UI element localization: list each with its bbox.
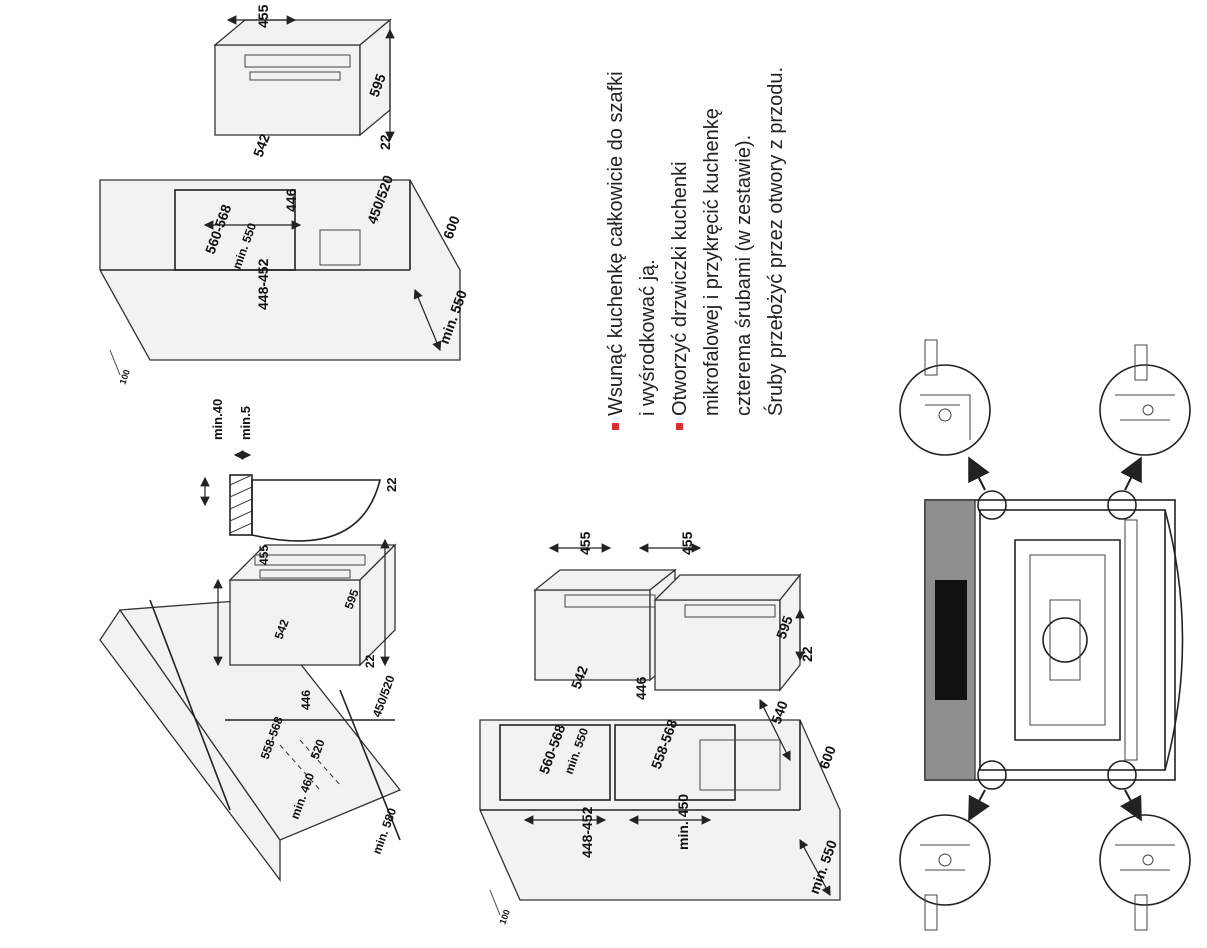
oven-front-screw-view <box>899 339 1191 931</box>
bottom-d540: 540 <box>768 698 791 726</box>
detail-min40: min.40 <box>210 399 225 440</box>
wall-d446: 446 <box>299 690 313 710</box>
top-d448-452: 448-452 <box>255 258 271 310</box>
bottom-dmin450: min. 450 <box>675 794 691 850</box>
wall-dmin580: min. 580 <box>370 806 400 856</box>
display-panel <box>935 580 967 700</box>
screw-icon <box>924 339 938 376</box>
bottom-d448-452: 448-452 <box>579 806 595 858</box>
top-d22: 22 <box>377 134 393 150</box>
instructions-text: Wsunąć kuchenkę całkowicie do szafki i w… <box>600 10 792 430</box>
bottom-d446: 446 <box>633 676 649 700</box>
magnified-screw-bottom-left <box>899 814 991 931</box>
screw-icon <box>924 894 938 931</box>
bottom-d100: 100 <box>497 908 512 926</box>
bottom-d595: 595 <box>773 613 796 641</box>
bottom-d22: 22 <box>799 646 815 662</box>
top-d542: 542 <box>250 131 273 159</box>
bottom-d455b: 455 <box>679 531 695 555</box>
wall-d22: 22 <box>363 654 377 668</box>
instruction-item-2: Otworzyć drzwiczki kuchenki mikrofalowej… <box>664 10 792 430</box>
bottom-d600: 600 <box>816 743 839 771</box>
wall-cabinet-diagram <box>99 538 402 882</box>
wall-d520: 520 <box>308 737 328 761</box>
top-d100: 100 <box>117 368 132 386</box>
screw-icon <box>1134 894 1148 931</box>
tall-cabinet-single-diagram <box>99 15 461 376</box>
instruction-text-1: Wsunąć kuchenkę całkowicie do szafki i w… <box>605 71 659 416</box>
wall-d595: 595 <box>342 587 362 611</box>
bottom-d542: 542 <box>568 663 591 691</box>
instruction-item-1: Wsunąć kuchenkę całkowicie do szafki i w… <box>600 10 664 430</box>
instruction-text-2: Otworzyć drzwiczki kuchenki mikrofalowej… <box>669 66 787 416</box>
top-d600: 600 <box>440 213 463 241</box>
top-d446: 446 <box>283 188 299 212</box>
bottom-d455a: 455 <box>577 531 593 555</box>
wall-d455: 455 <box>257 545 271 565</box>
mounting-detail <box>200 450 382 542</box>
magnified-screw-top-right <box>1099 344 1191 456</box>
bullet-icon <box>612 423 619 430</box>
bullet-icon <box>676 423 683 430</box>
detail-min5: min.5 <box>238 406 253 440</box>
magnified-screw-top-left <box>899 339 991 456</box>
wall-d542: 542 <box>272 617 292 641</box>
top-d595: 595 <box>366 71 389 99</box>
wall-d450-520: 450/520 <box>370 673 398 719</box>
magnified-screw-bottom-right <box>1099 814 1191 931</box>
top-d455: 455 <box>255 4 271 28</box>
detail-d22: 22 <box>384 478 399 492</box>
screw-icon <box>1134 344 1148 381</box>
tall-cabinet-double-diagram <box>479 543 841 916</box>
